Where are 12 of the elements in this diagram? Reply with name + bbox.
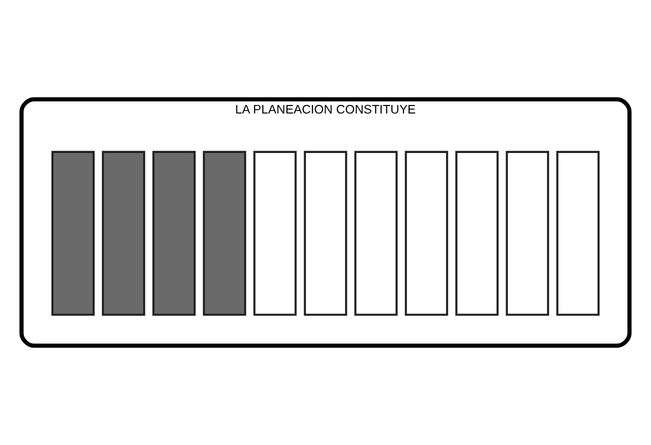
node-bar (202, 150, 246, 316)
node-bar (253, 150, 297, 316)
node-bar (404, 150, 448, 316)
node-bar (51, 150, 95, 316)
node-bar (304, 150, 348, 316)
node-bar (102, 150, 146, 316)
node-bar (152, 150, 196, 316)
node-bar (556, 150, 600, 316)
cluster: LA PLANEACION CONSTITUYE (19, 97, 632, 348)
node-bar (354, 150, 398, 316)
node-bar (455, 150, 499, 316)
node-bar (506, 150, 550, 316)
